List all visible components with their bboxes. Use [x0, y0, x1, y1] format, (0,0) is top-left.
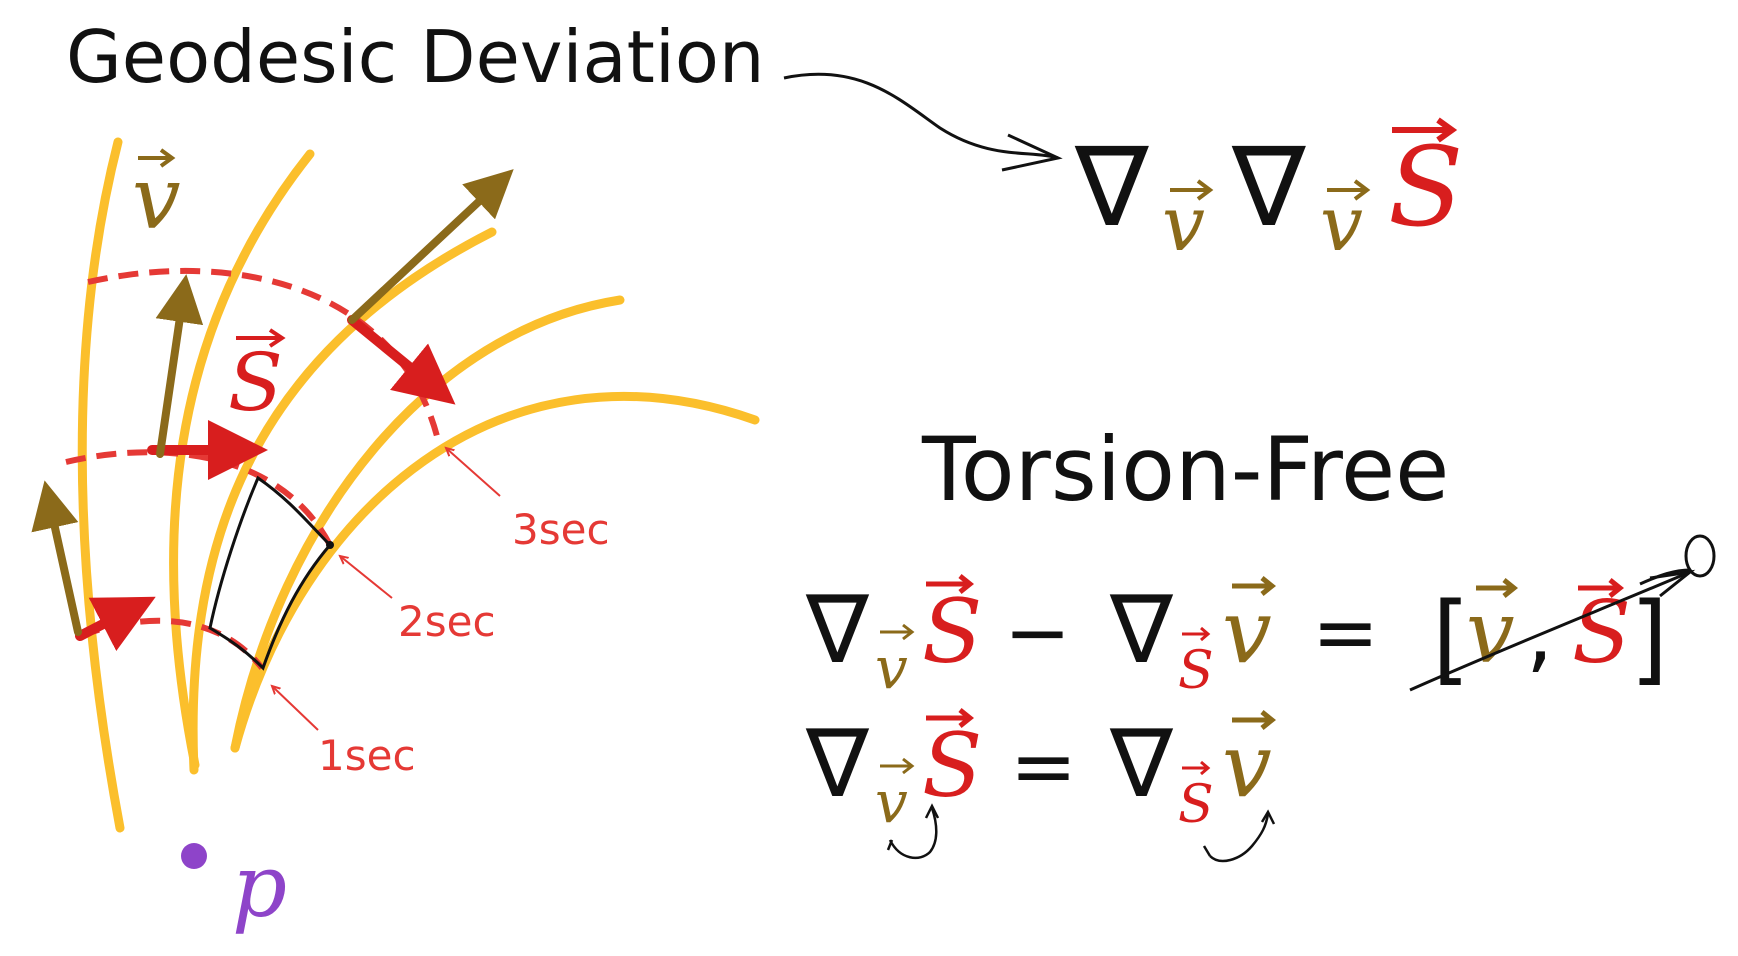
- svg-text:S: S: [922, 580, 982, 683]
- torsion-free-heading: Torsion-Free: [921, 418, 1449, 521]
- nabla-symbol: ∇: [1231, 123, 1306, 251]
- svg-text:v: v: [1222, 580, 1272, 683]
- time-label-3sec: 3sec: [446, 448, 610, 554]
- svg-text:=: =: [1010, 720, 1077, 813]
- svg-text:S: S: [228, 336, 283, 429]
- time-label-2sec: 2sec: [340, 556, 496, 646]
- svg-text:−: −: [1004, 586, 1071, 679]
- svg-text:1sec: 1sec: [318, 731, 416, 780]
- svg-text:v: v: [1222, 714, 1272, 817]
- svg-text:v: v: [132, 149, 181, 249]
- svg-text:∇: ∇: [1109, 576, 1174, 685]
- svg-text:v: v: [875, 634, 908, 702]
- point-p-label: p: [232, 837, 287, 937]
- s-vector-symbol: S: [1388, 123, 1463, 251]
- svg-text:v: v: [1466, 583, 1515, 683]
- corner-dot: [326, 541, 334, 549]
- swap-arrow-left: [886, 803, 940, 860]
- dashed-deviation-curves: [65, 267, 441, 670]
- svg-text:3sec: 3sec: [512, 505, 610, 554]
- point-p-dot: [181, 843, 207, 869]
- s-vectors: [75, 315, 456, 652]
- svg-text:S: S: [1178, 641, 1214, 701]
- svg-text:∇: ∇: [805, 710, 870, 819]
- title-geodesic-deviation: Geodesic Deviation: [66, 15, 765, 99]
- v-subscript: v: [1320, 179, 1363, 268]
- svg-text:∇: ∇: [1109, 710, 1174, 819]
- v-label: v: [132, 148, 181, 249]
- geodesic-curves: [77, 137, 760, 833]
- svg-text:=: =: [1312, 586, 1379, 679]
- torsion-equation-2: ∇ v S = ∇ S v: [805, 708, 1277, 836]
- svg-text:S: S: [1572, 583, 1631, 683]
- svg-text:∇: ∇: [805, 576, 870, 685]
- svg-text:v: v: [875, 768, 908, 836]
- v-vectors: [31, 169, 514, 636]
- svg-text:2sec: 2sec: [398, 597, 496, 646]
- s-label: S: [228, 328, 286, 429]
- svg-text:S: S: [1178, 775, 1214, 835]
- bracket-strikethrough: [1409, 534, 1716, 692]
- time-label-1sec: 1sec: [272, 686, 416, 780]
- svg-text:]: ]: [1630, 582, 1668, 696]
- svg-text:S: S: [922, 714, 982, 817]
- nabla-symbol: ∇: [1074, 123, 1149, 251]
- v-subscript: v: [1162, 179, 1205, 268]
- title-pointer-arrow: [783, 72, 1063, 172]
- swap-arrow-right: [1202, 809, 1276, 863]
- geodesic-deviation-formula: ∇ v ∇ v S: [1074, 117, 1463, 268]
- torsion-equation-1: ∇ v S − ∇ S v = [ v , S ]: [805, 574, 1668, 702]
